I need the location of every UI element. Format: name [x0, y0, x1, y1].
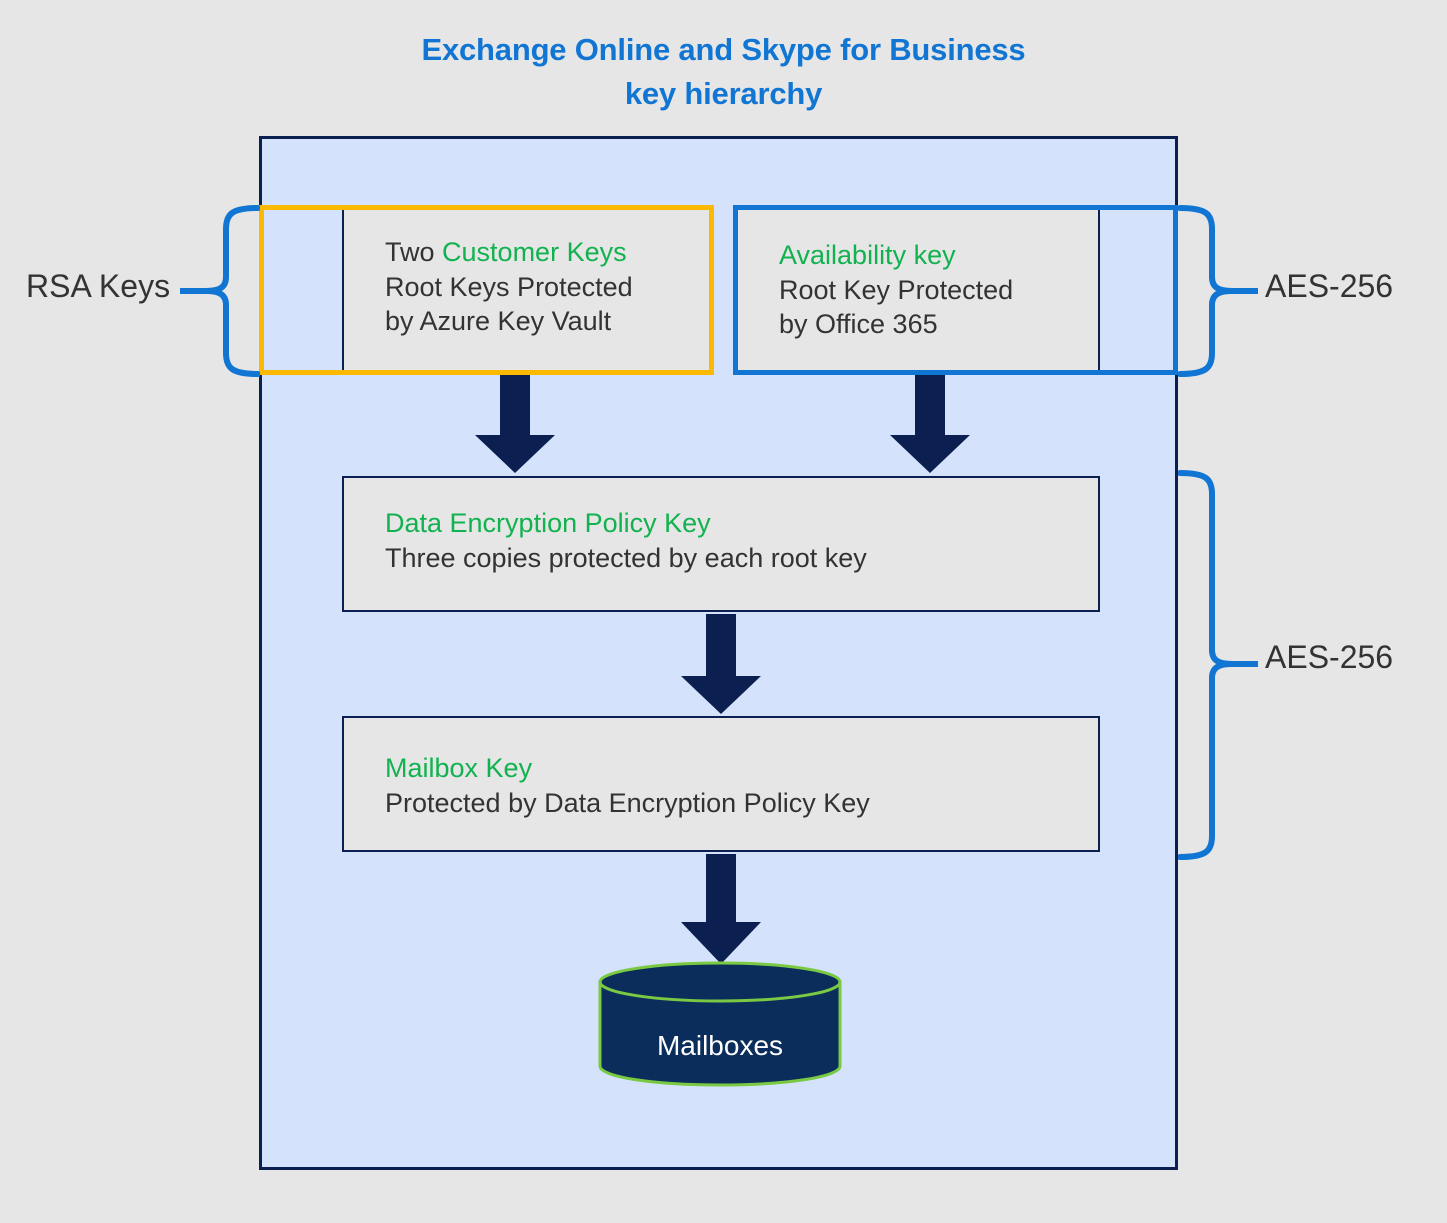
mailbox-key-line2: Protected by Data Encryption Policy Key	[385, 787, 870, 818]
dep-key-heading: Data Encryption Policy Key	[385, 508, 711, 538]
customer-keys-text: Two Customer Keys Root Keys Protected by…	[385, 235, 702, 339]
aes-256-bottom-brace	[1178, 470, 1258, 860]
customer-keys-line3: by Azure Key Vault	[385, 306, 612, 337]
arrow-mailbox-key-to-mailboxes	[681, 854, 761, 964]
customer-keys-heading: Customer Keys	[442, 237, 627, 267]
page-title: Exchange Online and Skype for Business k…	[0, 28, 1447, 116]
customer-keys-prefix: Two	[385, 237, 443, 267]
availability-key-outline	[733, 205, 1178, 375]
arrow-customer-keys-to-dep-key	[475, 375, 555, 473]
aes-256-top-label: AES-256	[1265, 268, 1394, 304]
mailbox-key-box[interactable]: Mailbox Key Protected by Data Encryption…	[342, 716, 1100, 852]
customer-keys-box[interactable]: Two Customer Keys Root Keys Protected by…	[342, 208, 714, 373]
arrow-dep-key-to-mailbox-key	[681, 614, 761, 714]
arrow-availability-key-to-dep-key	[890, 375, 970, 473]
data-encryption-policy-key-box[interactable]: Data Encryption Policy Key Three copies …	[342, 476, 1100, 612]
mailboxes-label: Mailboxes	[656, 1030, 784, 1061]
availability-key-line3: by Office 365	[779, 309, 938, 340]
availability-key-text: Availability key Root Key Protected by O…	[779, 238, 1088, 342]
availability-key-line2: Root Key Protected	[779, 274, 1014, 305]
mailbox-key-text: Mailbox Key Protected by Data Encryption…	[385, 751, 1088, 820]
mailboxes-cylinder-icon[interactable]	[597, 960, 843, 1088]
customer-keys-line2: Root Keys Protected	[385, 271, 633, 302]
dep-key-line2: Three copies protected by each root key	[385, 542, 867, 573]
dep-key-text: Data Encryption Policy Key Three copies …	[385, 506, 1088, 575]
title-line-2: key hierarchy	[624, 76, 823, 112]
aes-256-top-brace	[1178, 205, 1258, 377]
rsa-keys-brace	[180, 205, 260, 377]
customer-keys-outline	[259, 205, 714, 375]
mailbox-key-heading: Mailbox Key	[385, 753, 533, 783]
availability-key-heading: Availability key	[779, 240, 956, 270]
rsa-keys-label: RSA Keys	[26, 268, 171, 304]
aes-256-bottom-label: AES-256	[1265, 639, 1394, 675]
title-line-1: Exchange Online and Skype for Business	[421, 32, 1026, 67]
